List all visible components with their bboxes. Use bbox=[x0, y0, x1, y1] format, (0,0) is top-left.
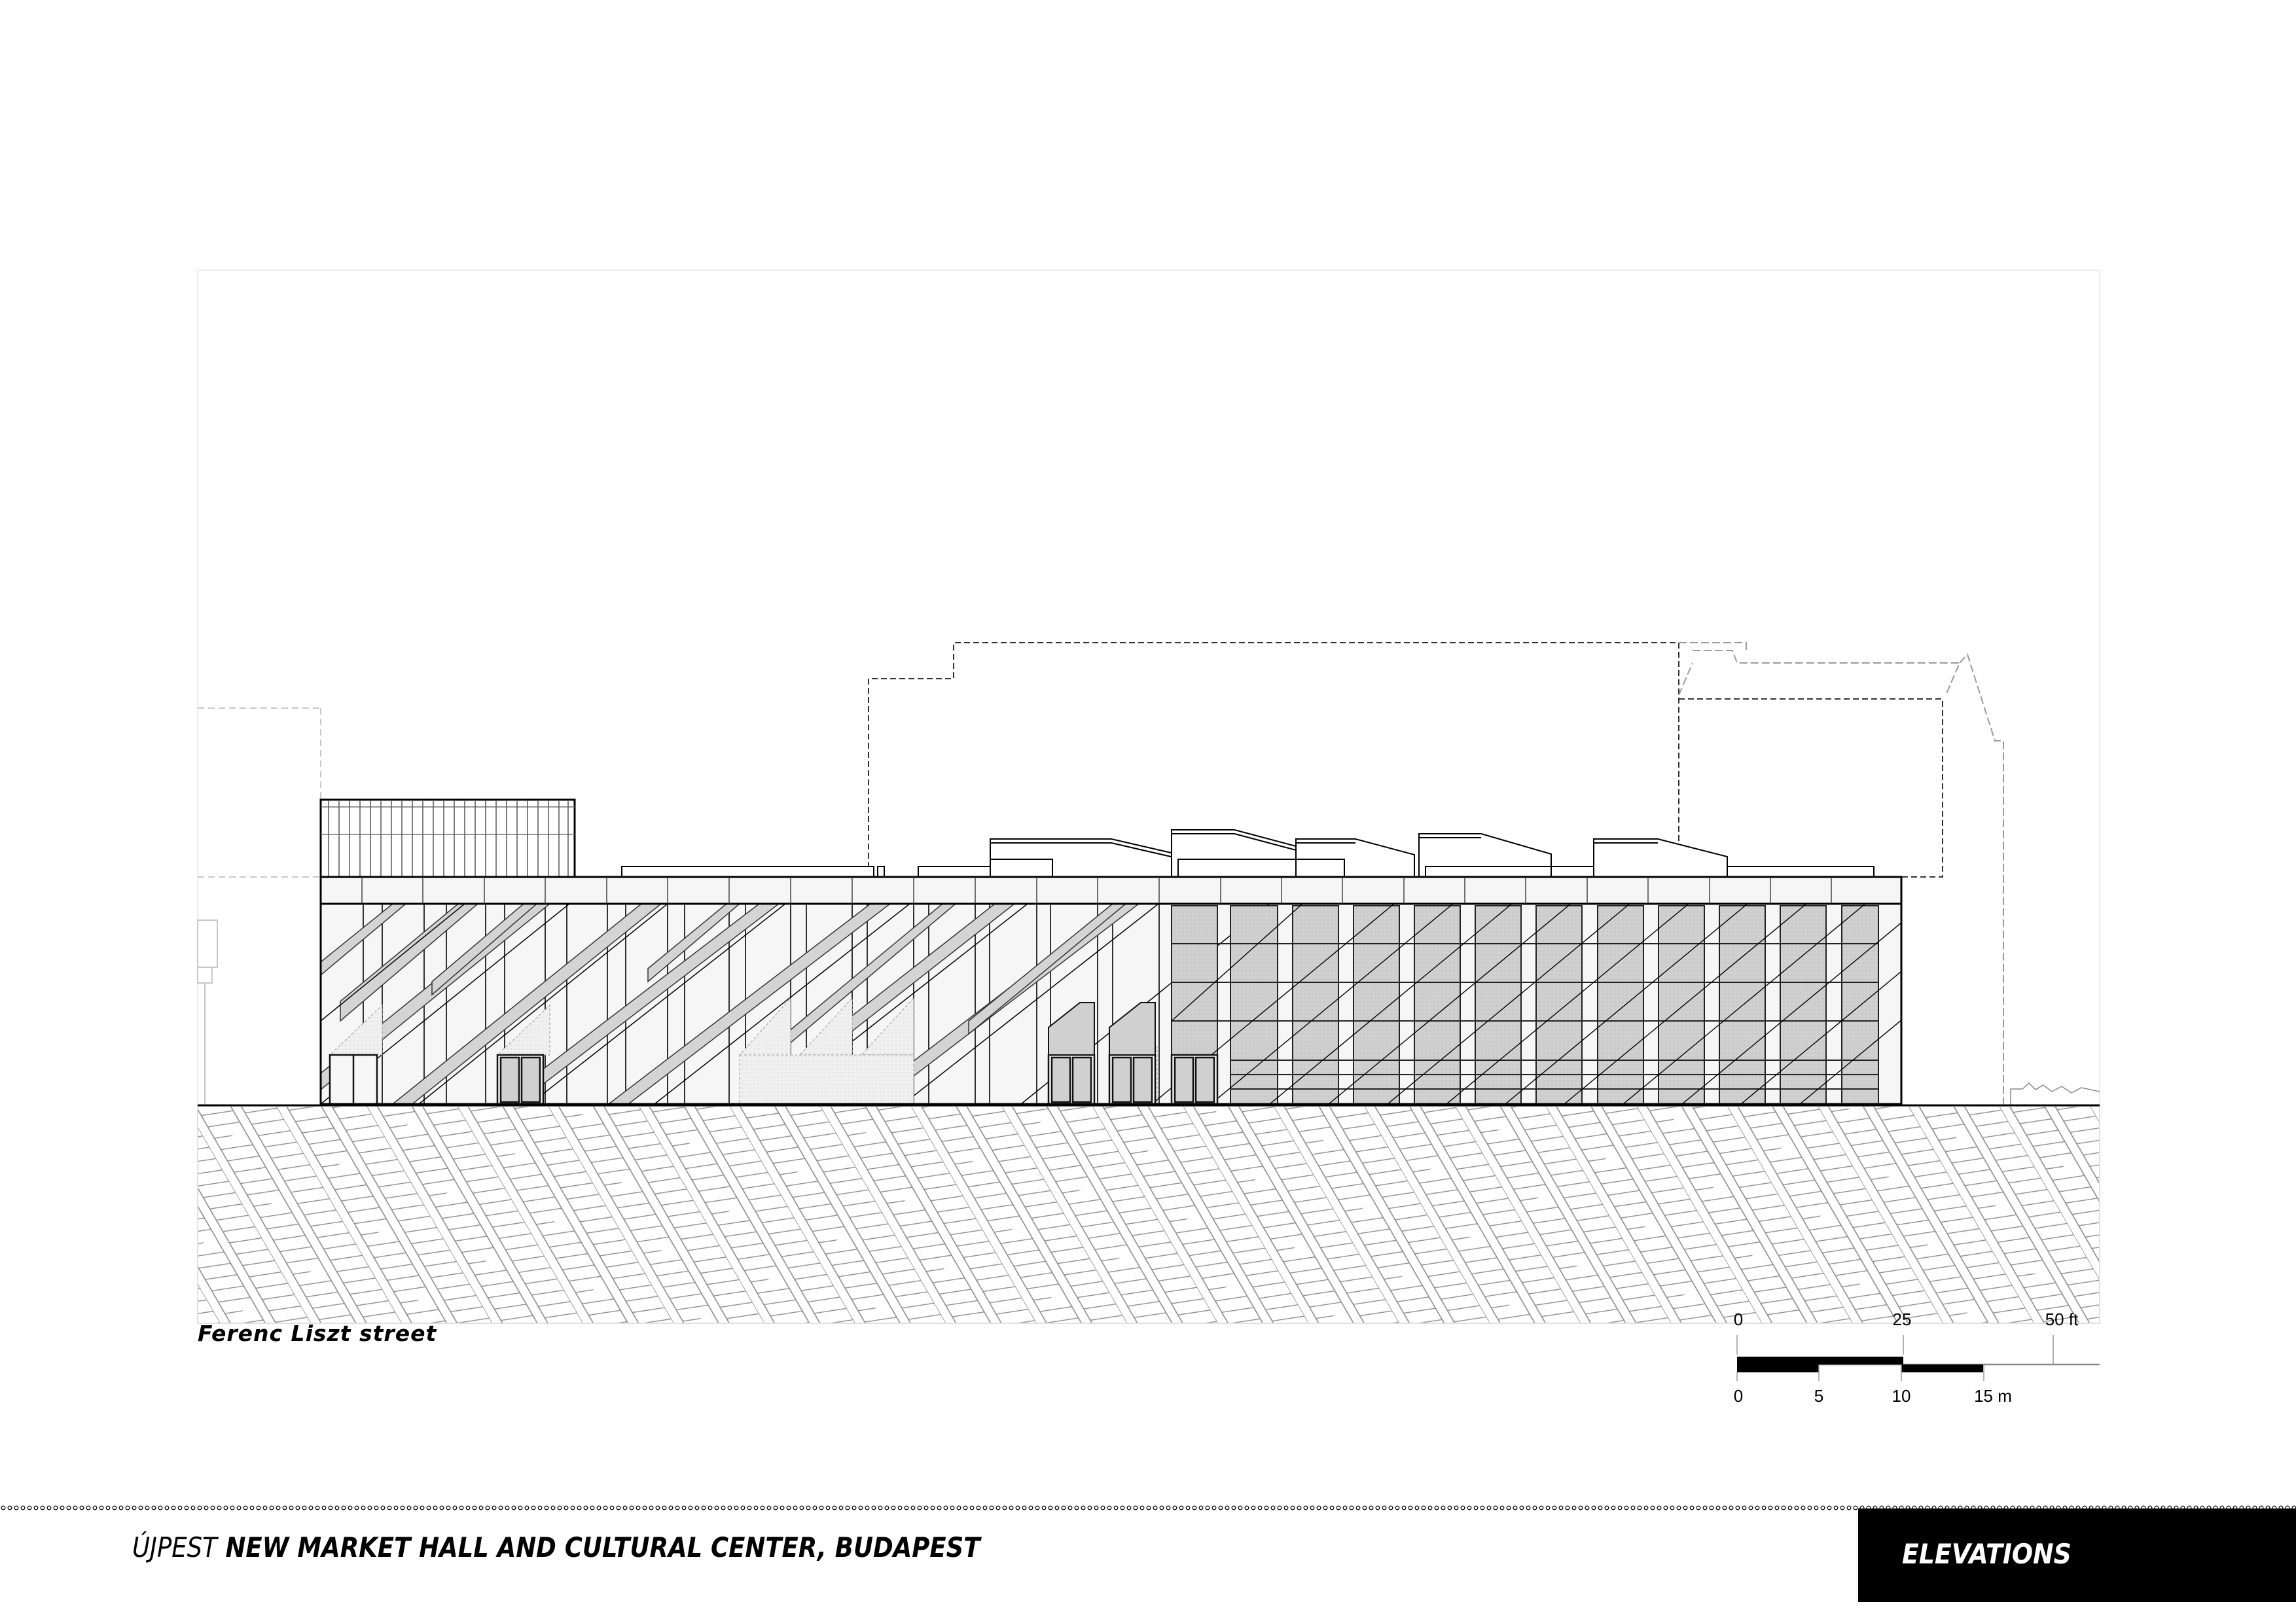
rooftop-skylights bbox=[621, 829, 1874, 878]
facade bbox=[321, 904, 1901, 1104]
neighbor-building-right bbox=[1678, 642, 2004, 1105]
ground-section bbox=[197, 1105, 2100, 1324]
scale-tick-m-15: 15 m bbox=[1974, 1386, 2012, 1406]
neighbor-buildings-behind bbox=[868, 642, 1943, 878]
diagonal-bands bbox=[321, 904, 1140, 1104]
parapet-band bbox=[319, 876, 1903, 905]
project-title: ÚJPEST NEW MARKET HALL AND CULTURAL CENT… bbox=[132, 1531, 980, 1563]
right-diagonals bbox=[1151, 904, 1901, 1104]
scale-tick-ft-25: 25 bbox=[1892, 1310, 1912, 1329]
project-title-main: NEW MARKET HALL AND CULTURAL CENTER, BUD… bbox=[217, 1531, 980, 1563]
planter-right bbox=[2010, 1082, 2100, 1105]
project-title-prefix: ÚJPEST bbox=[132, 1531, 217, 1563]
scale-tick-ft-0: 0 bbox=[1733, 1310, 1744, 1329]
glazing-transoms bbox=[1172, 943, 1878, 1090]
scale-tick-m-5: 5 bbox=[1814, 1386, 1824, 1406]
scale-tick-m-10: 10 bbox=[1892, 1386, 1911, 1406]
scale-tick-ft-50: 50 ft bbox=[2045, 1310, 2079, 1329]
upper-volume bbox=[319, 798, 576, 878]
neighbor-building-left bbox=[197, 707, 321, 1105]
sheet-title: ELEVATIONS bbox=[1902, 1538, 2072, 1570]
facade-outline bbox=[319, 902, 1903, 1105]
street-label: Ferenc Liszt street bbox=[198, 1321, 437, 1346]
scale-bar bbox=[1736, 1335, 2100, 1381]
scale-tick-m-0: 0 bbox=[1733, 1386, 1744, 1406]
entrance-doors bbox=[329, 1002, 1219, 1104]
footer-separator bbox=[0, 1505, 2296, 1510]
sheet-title-block bbox=[1858, 1508, 2296, 1602]
